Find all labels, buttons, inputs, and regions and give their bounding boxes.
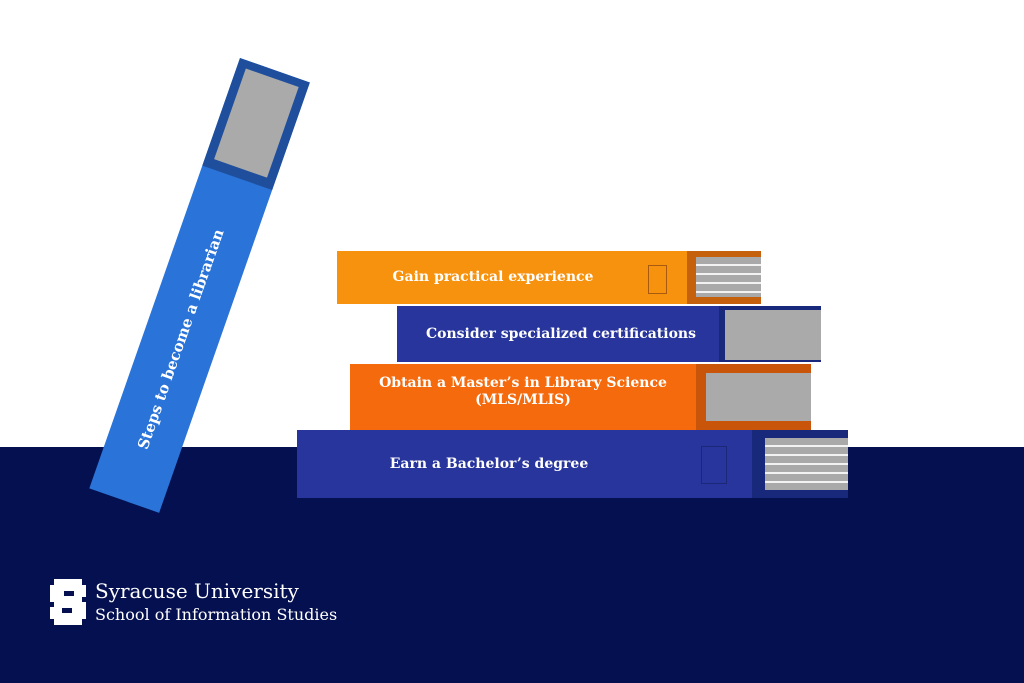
syracuse-ischool-logo: Syracuse University School of Informatio… (50, 579, 350, 629)
book-step-certifications: Consider specialized certifications (397, 306, 821, 362)
leaning-book-pages (214, 68, 299, 178)
step-label-bachelors: Earn a Bachelor’s degree (389, 456, 589, 472)
book-pages (725, 310, 821, 360)
book-cover (350, 364, 696, 430)
step-label-masters: Obtain a Master’s in Library Science (ML… (350, 375, 696, 409)
step-label-masters-line2: (MLS/MLIS) (475, 391, 571, 408)
book-step-masters: Obtain a Master’s in Library Science (ML… (350, 364, 811, 430)
book-spine-label-box (701, 446, 727, 484)
book-spine-label-box (648, 265, 667, 294)
step-label-masters-line1: Obtain a Master’s in Library Science (379, 375, 667, 391)
leaning-book-label: Steps to become a librarian (133, 226, 228, 452)
step-label-certifications: Consider specialized certifications (425, 326, 696, 342)
book-pages (765, 438, 848, 490)
book-step-experience: Gain practical experience (337, 251, 761, 304)
logo-school-name: School of Information Studies (95, 605, 338, 624)
book-step-bachelors: Earn a Bachelor’s degree (297, 430, 848, 498)
block-s-icon (50, 579, 86, 625)
book-cover (397, 306, 719, 362)
book-cover (297, 430, 752, 498)
logo-university-name: Syracuse University (95, 579, 299, 603)
leaning-book: Steps to become a librarian (89, 58, 310, 513)
step-label-experience: Gain practical experience (392, 269, 594, 285)
book-cover (337, 251, 687, 304)
book-pages (696, 257, 761, 297)
book-pages (706, 373, 811, 421)
